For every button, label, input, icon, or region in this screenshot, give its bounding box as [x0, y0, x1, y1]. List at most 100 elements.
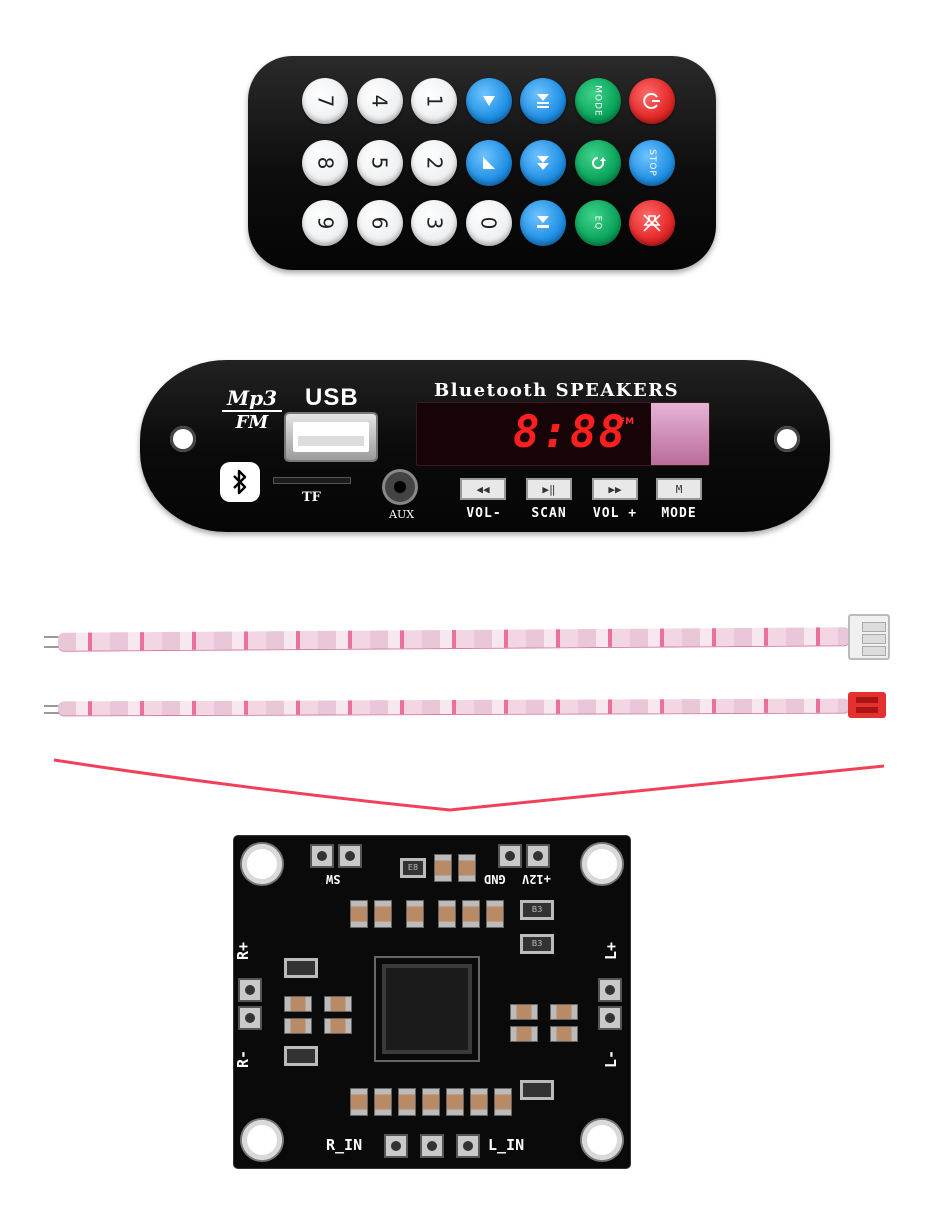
smd-capacitor: [510, 1026, 538, 1042]
bluetooth-speakers-title: Bluetooth SPEAKERS: [434, 380, 680, 401]
remote-button-label: 2: [421, 156, 446, 170]
pad-l-plus: [598, 978, 622, 1002]
remote-button-9[interactable]: 9: [302, 200, 348, 246]
amplifier-board: B3 B3 E8 SW GND +12V R+ R- L+ L- R_IN L_…: [234, 836, 630, 1168]
wire-tip: [44, 636, 60, 638]
remote-button-label: EQ: [592, 215, 603, 231]
tf-card-slot[interactable]: [274, 478, 350, 483]
remote-button-volume-down[interactable]: [465, 140, 512, 186]
remote-button-1[interactable]: 1: [411, 78, 457, 124]
pad-l-in: [456, 1134, 480, 1158]
eject-icon: [535, 214, 551, 232]
mode-label: MODE: [661, 506, 697, 521]
remote-button-label: 7: [312, 94, 337, 108]
scan-button[interactable]: ▶‖: [526, 478, 572, 500]
remote-button-label: 9: [312, 216, 337, 230]
smd-capacitor: [374, 900, 392, 928]
remote-button-0[interactable]: 0: [465, 200, 512, 246]
smd-capacitor: [398, 1088, 416, 1116]
smd-capacitor: [458, 854, 476, 882]
label-l-in: L_IN: [488, 1136, 525, 1154]
mount-hole-left: [170, 426, 196, 452]
prev-icon: [481, 93, 497, 109]
remote-button-eq[interactable]: EQ: [574, 200, 621, 246]
label-l-plus: L+: [602, 941, 621, 961]
remote-button-7[interactable]: 7: [302, 78, 348, 124]
smd-capacitor: [446, 1088, 464, 1116]
remote-button-play-pause[interactable]: [520, 78, 566, 124]
mp3-bluetooth-module: Mp3 FM USB TF AUX Bluetooth SPEAKERS 8:8…: [140, 360, 830, 532]
label-r-minus: R-: [234, 1049, 253, 1069]
remote-button-label: 4: [367, 94, 392, 108]
smd-capacitor: [324, 996, 352, 1012]
repeat-icon: [589, 154, 607, 172]
smd-capacitor: [324, 1018, 352, 1034]
smd-capacitor: [374, 1088, 392, 1116]
remote-button-stop[interactable]: STOP: [629, 140, 675, 186]
mount-hole-right: [774, 426, 800, 452]
wire-tip: [44, 705, 60, 707]
mode-button[interactable]: M: [656, 478, 702, 500]
smd-capacitor: [350, 1088, 368, 1116]
remote-button-label: 6: [367, 216, 392, 230]
vol-down-button[interactable]: ◀◀: [460, 478, 506, 500]
amplifier-ic-chip: [382, 964, 472, 1054]
board-hole-tr: [582, 844, 622, 884]
mp3-fm-logo: Mp3 FM: [222, 388, 282, 432]
label-r-in: R_IN: [326, 1136, 363, 1154]
play-pause-icon: [535, 92, 551, 110]
remote-button-8[interactable]: 8: [302, 140, 348, 186]
label-r-plus: R+: [234, 941, 253, 961]
pad-r-plus: [238, 978, 262, 1002]
scan-label: SCAN: [531, 506, 567, 521]
label-12v: +12V: [522, 872, 551, 886]
smd-capacitor: [438, 900, 456, 928]
inductor: [284, 958, 318, 978]
pad-power-1: [498, 844, 522, 868]
ir-remote-control: 7 4 1 MODE 8 5 2 STOP 9 6 3 0 EQ: [248, 56, 716, 270]
vol-up-button[interactable]: ▶▶: [592, 478, 638, 500]
remote-button-label: STOP: [646, 149, 657, 177]
aux-jack[interactable]: [385, 472, 415, 502]
vol-down-label: VOL-: [466, 506, 502, 521]
remote-button-prev[interactable]: [465, 78, 512, 124]
inductor: B3: [520, 900, 554, 920]
remote-button-3[interactable]: 3: [411, 200, 457, 246]
logo-fm-text: FM: [235, 412, 269, 433]
remote-button-label: 1: [421, 94, 446, 108]
remote-button-mute[interactable]: [629, 200, 675, 246]
label-l-minus: L-: [602, 1049, 621, 1069]
power-icon: [642, 91, 662, 111]
ir-receiver-window: [651, 403, 709, 465]
remote-button-next[interactable]: [520, 140, 566, 186]
inductor: [520, 1080, 554, 1100]
remote-button-4[interactable]: 4: [356, 78, 403, 124]
usb-port[interactable]: [286, 414, 376, 460]
pad-power-2: [526, 844, 550, 868]
remote-button-5[interactable]: 5: [356, 140, 403, 186]
pad-l-minus: [598, 1006, 622, 1030]
smd-capacitor: [462, 900, 480, 928]
board-hole-bl: [242, 1120, 282, 1160]
smd-capacitor: [486, 900, 504, 928]
remote-button-eject[interactable]: [520, 200, 566, 246]
remote-button-power[interactable]: [629, 78, 675, 124]
white-jst-connector: [848, 614, 890, 660]
remote-button-label: 5: [367, 156, 392, 170]
two-wire-cable: [57, 698, 851, 716]
vol-up-label: VOL +: [592, 506, 638, 521]
pad-r-minus: [238, 1006, 262, 1030]
smd-capacitor: [550, 1026, 578, 1042]
display-fm-indicator: FM: [619, 417, 635, 427]
wire-tip: [44, 712, 60, 714]
remote-button-mode[interactable]: MODE: [574, 78, 621, 124]
board-hole-tl: [242, 844, 282, 884]
remote-button-repeat[interactable]: [574, 140, 621, 186]
wire-tip: [44, 646, 60, 648]
led-display: 8:88 FM: [416, 402, 710, 466]
remote-button-label: 3: [421, 216, 446, 230]
smd-capacitor: [550, 1004, 578, 1020]
remote-button-2[interactable]: 2: [411, 140, 457, 186]
tf-label: TF: [302, 490, 321, 505]
remote-button-6[interactable]: 6: [356, 200, 403, 246]
